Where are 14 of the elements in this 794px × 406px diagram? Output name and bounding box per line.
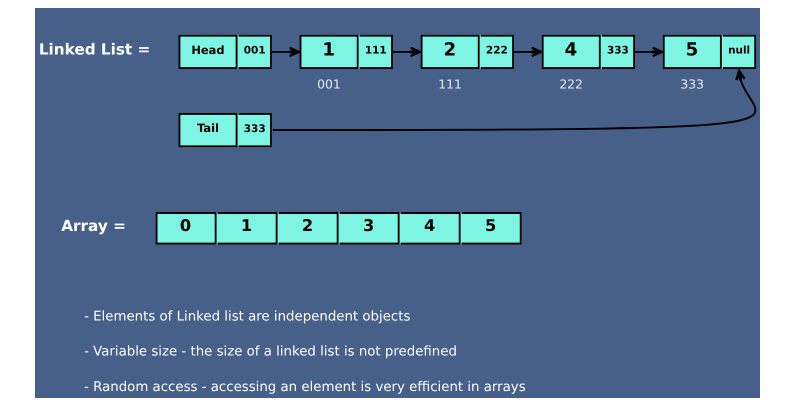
arrow	[514, 46, 542, 58]
label: - Random access - accessing an element is very efficient in arrays	[84, 380, 526, 395]
label: - Variable size - the size of a linked list is not predefined	[84, 344, 456, 360]
arrow	[392, 46, 421, 58]
label: Linked List =	[38, 40, 150, 59]
node-label: 222	[558, 76, 582, 92]
node-label: 001	[316, 76, 340, 92]
label: Array =	[60, 216, 126, 235]
node-label: 333	[680, 76, 704, 92]
node-label: 111	[438, 76, 462, 92]
arrow	[272, 69, 756, 132]
arrow	[272, 46, 300, 58]
label: - Elements of Linked list are independent objects	[84, 309, 410, 324]
arrow	[634, 46, 663, 58]
